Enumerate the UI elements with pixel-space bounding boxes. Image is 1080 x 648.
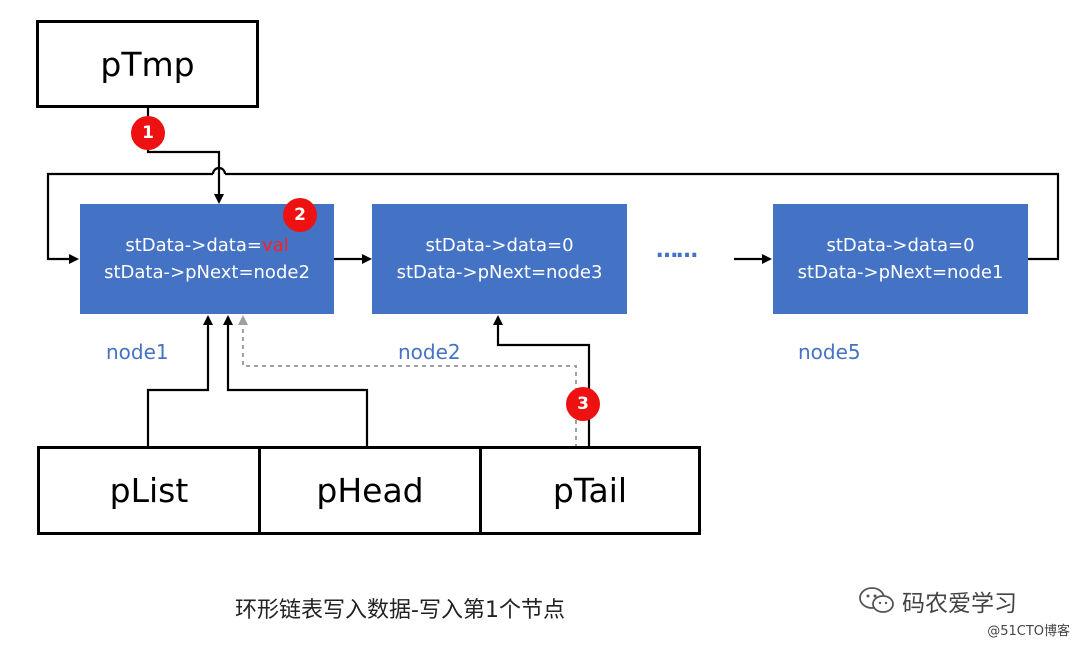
source-label: @51CTO博客 (987, 624, 1070, 639)
node5-next-line: stData->pNext=node1 (797, 262, 1004, 283)
node5-box: stData->data=0 stData->pNext=node1 (773, 204, 1028, 314)
node5-data-line: stData->data=0 (826, 235, 975, 256)
watermark-text: 码农爱学习 (902, 591, 1017, 617)
phead-box: pHead (258, 446, 482, 535)
step-marker-2: 2 (283, 198, 317, 232)
node1-data-line: stData->data=val (125, 232, 288, 259)
plist-box: pList (37, 446, 261, 535)
wechat-icon (859, 587, 894, 613)
phead-label: pHead (316, 471, 424, 510)
circular-link-line (46, 172, 1060, 259)
node1-data-prefix: stData->data= (125, 235, 262, 256)
node2-box: stData->data=0 stData->pNext=node3 (372, 204, 627, 314)
step-marker-1: 1 (131, 116, 165, 150)
node1-next-line: stData->pNext=node2 (104, 262, 310, 283)
ptmp-box: pTmp (36, 20, 259, 108)
node1-data-value: val (261, 235, 289, 256)
node2-next-line: stData->pNext=node3 (396, 262, 603, 283)
plist-label: pList (109, 471, 189, 510)
node2-label: node2 (398, 340, 461, 364)
ptail-label: pTail (552, 471, 628, 510)
node5-label: node5 (798, 340, 861, 364)
node1-label: node1 (106, 340, 169, 364)
diagram-caption: 环形链表写入数据-写入第1个节点 (235, 598, 565, 623)
ptail-to-node1-dashed-line (238, 315, 577, 448)
node2-data-line: stData->data=0 (425, 235, 574, 256)
ptmp-label: pTmp (100, 44, 195, 84)
ptail-box: pTail (479, 446, 701, 535)
plist-to-node1-line (146, 315, 213, 448)
watermark: 码农爱学习 (858, 584, 1017, 618)
ellipsis: …… (656, 238, 698, 263)
phead-to-node1-line (223, 315, 369, 448)
step-marker-3: 3 (566, 387, 600, 421)
